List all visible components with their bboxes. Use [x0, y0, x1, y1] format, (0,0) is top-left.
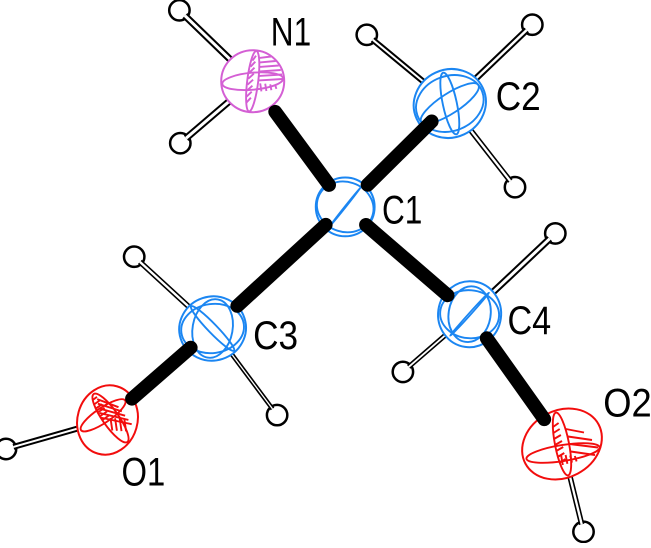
svg-text:O1: O1: [122, 449, 166, 494]
svg-text:C4: C4: [508, 299, 552, 343]
svg-text:N1: N1: [271, 10, 311, 54]
svg-text:O2: O2: [603, 382, 651, 426]
svg-text:C2: C2: [496, 74, 541, 118]
svg-text:C3: C3: [253, 313, 298, 357]
svg-text:C1: C1: [382, 188, 422, 232]
